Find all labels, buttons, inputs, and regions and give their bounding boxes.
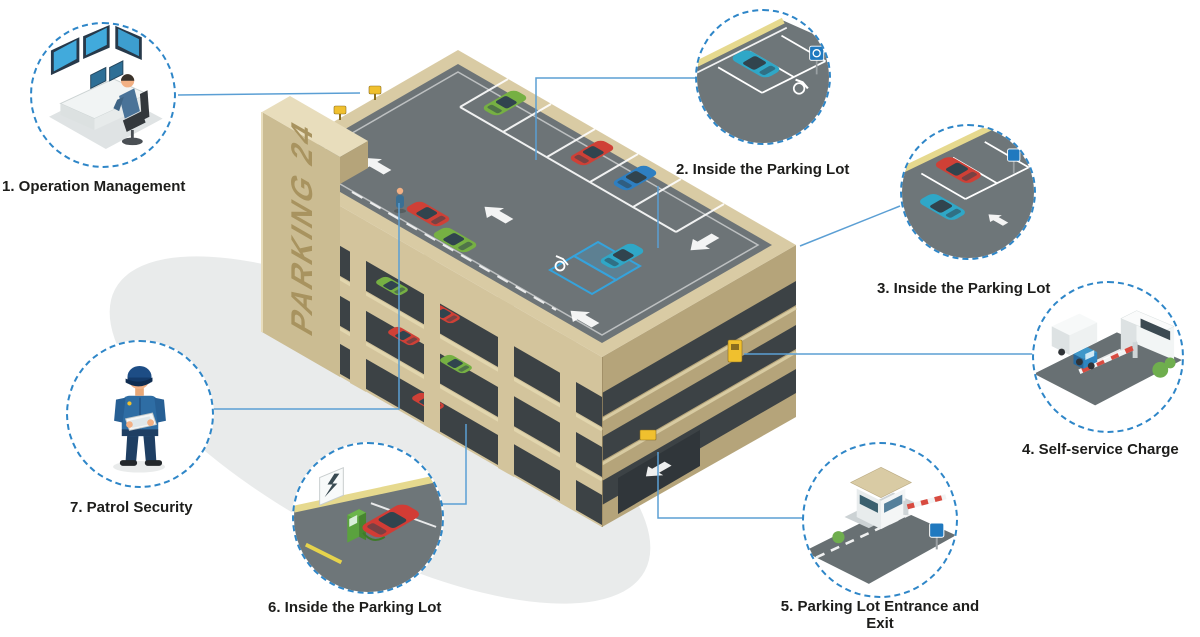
connector-inside-parking-3 (799, 205, 901, 247)
building-roof-deck (264, 50, 796, 357)
ev-sign-icon (319, 466, 344, 506)
wheelchair-marking-icon (792, 78, 809, 95)
entrance-equipment-icon (639, 429, 657, 441)
accessible-sign-icon (809, 45, 825, 75)
building-right-face (601, 245, 797, 527)
roof-lamp-icon (333, 105, 347, 120)
building-left-face (263, 162, 603, 527)
connector-inside-parking-2 (535, 77, 695, 160)
accessible-parking-icon (697, 17, 829, 143)
bush-icon (832, 531, 845, 544)
building-shadow (109, 256, 651, 604)
operator-figure (113, 74, 150, 146)
charge-station-building-icon (1120, 310, 1175, 360)
callout-inside-parking-lot-2 (695, 9, 831, 145)
connector-entrance-exit (657, 452, 804, 519)
connector-patrol-security (214, 203, 400, 410)
parking-stall-lines (459, 78, 725, 233)
label-inside-parking-lot-3: 3. Inside the Parking Lot (877, 280, 1051, 297)
parked-cars-icon (902, 126, 1034, 258)
callout-inside-parking-lot-3 (900, 124, 1036, 260)
connector-inside-parking-6 (441, 424, 467, 505)
bush-icon (1152, 357, 1176, 378)
building-sign-tower: PARKING 24 (261, 85, 382, 377)
charge-terminal-icon (727, 339, 743, 363)
label-inside-parking-lot-6: 6. Inside the Parking Lot (268, 599, 442, 616)
barrier-arm-icon (1078, 342, 1138, 375)
monitor-wall-icon (50, 24, 142, 76)
label-patrol-security: 7. Patrol Security (70, 499, 193, 516)
booth-icon (850, 467, 912, 530)
connector-operation-management (177, 92, 361, 96)
truck-icon (1051, 313, 1098, 370)
callout-self-service-charge (1032, 281, 1184, 433)
label-self-service-charge: 4. Self-service Charge (1022, 441, 1179, 458)
roof-lamp-icon (368, 85, 382, 100)
pedestrian-figure (394, 187, 406, 214)
parking-sign-text: PARKING 24 (285, 112, 318, 341)
security-guard-icon (113, 366, 166, 473)
parking-sign-icon (1007, 148, 1021, 174)
guard-figure (114, 366, 166, 466)
label-operation-management: 1. Operation Management (2, 178, 186, 195)
label-parking-entrance-exit: 5. Parking Lot Entrance and Exit (780, 598, 980, 632)
charging-station-icon (347, 509, 386, 543)
barrier-gate-icon (1034, 310, 1182, 406)
barrier-arm-icon (903, 494, 947, 515)
callout-parking-entrance-exit (802, 442, 958, 598)
callout-patrol-security (66, 340, 214, 488)
parking-sign-icon (929, 522, 945, 550)
ev-charger-icon (294, 466, 442, 592)
callout-operation-management (30, 22, 176, 168)
callout-inside-parking-lot-6 (292, 442, 444, 594)
control-room-icon (49, 24, 163, 149)
label-inside-parking-lot-2: 2. Inside the Parking Lot (676, 161, 850, 178)
guard-booth-icon (804, 467, 956, 584)
